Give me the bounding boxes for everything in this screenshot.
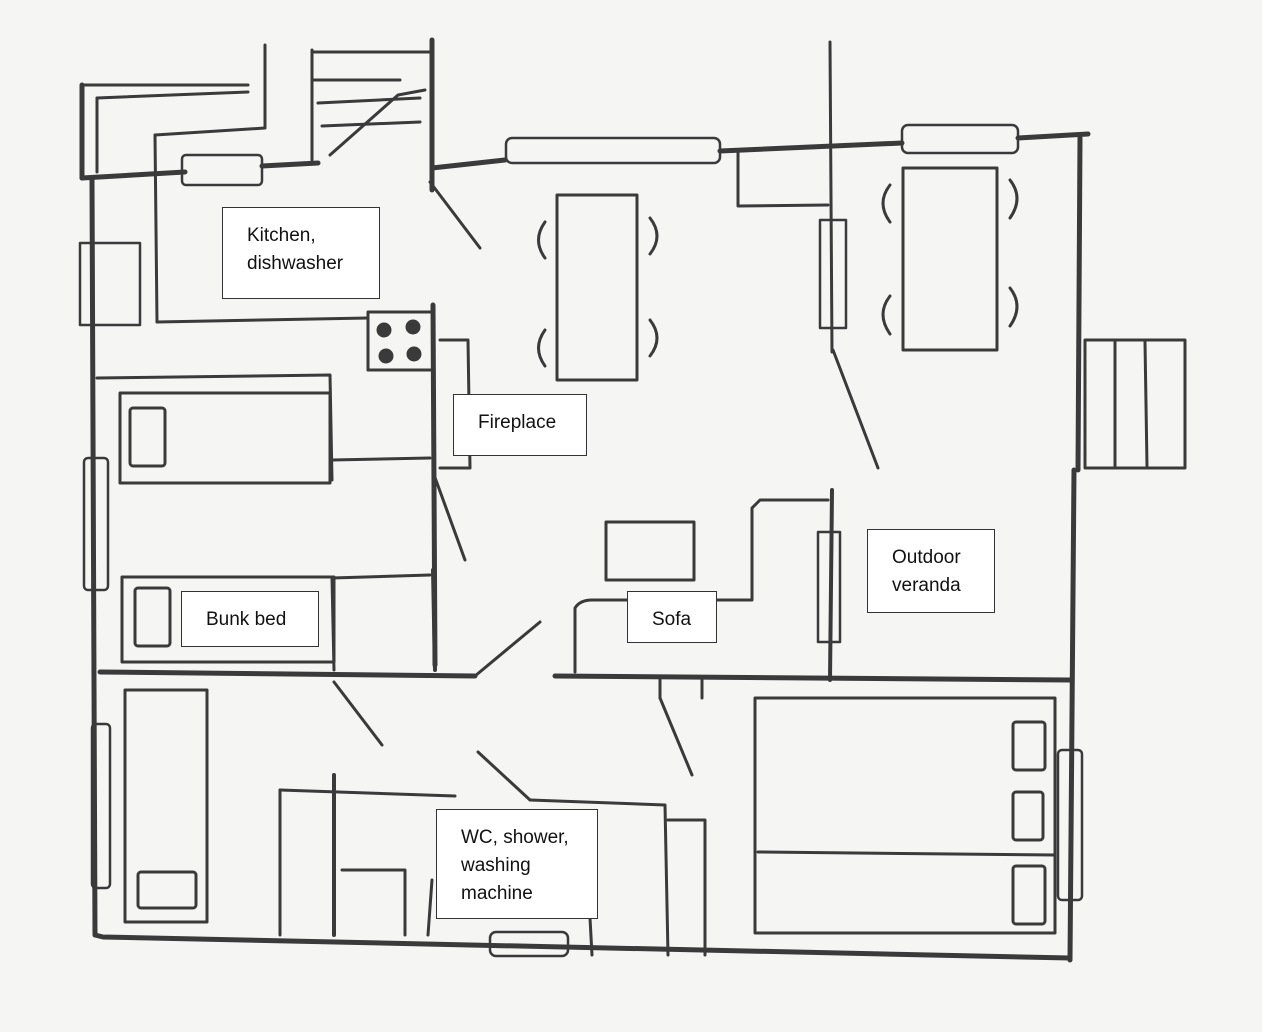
bed-lower-left bbox=[123, 688, 209, 924]
label-fireplace: Fireplace bbox=[453, 394, 587, 456]
label-kitchen: Kitchen, dishwasher bbox=[222, 207, 380, 299]
interior-walls bbox=[95, 40, 1073, 957]
bed-upper bbox=[118, 391, 332, 485]
veranda-steps bbox=[1083, 338, 1187, 470]
door-swings bbox=[332, 180, 880, 802]
label-bunk-bed: Bunk bed bbox=[181, 591, 319, 647]
windows bbox=[78, 123, 1084, 958]
label-outdoor-veranda: Outdoor veranda bbox=[867, 529, 995, 613]
dining-table-right bbox=[881, 166, 1019, 352]
double-bed bbox=[753, 696, 1057, 935]
label-sofa: Sofa bbox=[627, 591, 717, 643]
dining-table-left bbox=[537, 193, 659, 382]
stairs-top-left bbox=[80, 37, 435, 324]
sofa-outline bbox=[573, 498, 830, 674]
bunk-bed-frame bbox=[120, 575, 336, 664]
stove bbox=[366, 310, 436, 372]
label-bathroom: WC, shower, washing machine bbox=[436, 809, 598, 919]
outer-walls bbox=[79, 82, 1091, 963]
